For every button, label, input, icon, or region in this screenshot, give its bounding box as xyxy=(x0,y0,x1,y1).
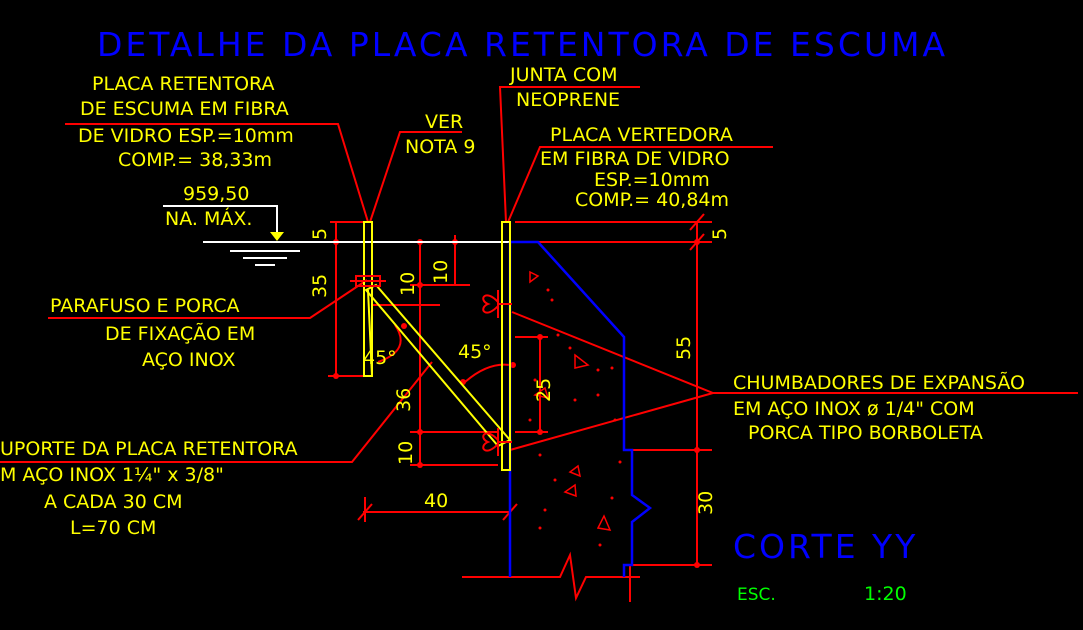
label-line: JUNTA COM xyxy=(509,64,618,86)
label-parafuso: PARAFUSO E PORCA DE FIXAÇÃO EM AÇO INOX xyxy=(50,295,255,371)
label-line: NEOPRENE xyxy=(516,89,620,111)
dim-10-a: 10 xyxy=(397,272,419,296)
label-line: COMP.= 40,84m xyxy=(575,189,729,211)
label-line: PLACA RETENTORA xyxy=(92,73,274,95)
concrete-dots xyxy=(528,288,622,547)
label-line: COMP.= 38,33m xyxy=(118,149,272,171)
dim-10-c: 10 xyxy=(395,441,417,465)
dim-5-right: 5 xyxy=(709,228,731,240)
label-suporte: UPORTE DA PLACA RETENTORA M AÇO INOX 1¼"… xyxy=(0,438,298,539)
label-line: UPORTE DA PLACA RETENTORA xyxy=(0,438,298,460)
dim-25: 25 xyxy=(533,378,555,402)
dim-10-b: 10 xyxy=(430,260,452,284)
label-line: ESP.=10mm xyxy=(594,169,710,191)
concrete-structure xyxy=(508,240,653,577)
label-junta: JUNTA COM NEOPRENE xyxy=(509,64,620,111)
label-line: PLACA VERTEDORA xyxy=(550,124,733,146)
label-line: L=70 CM xyxy=(70,517,156,539)
label-chumbadores: CHUMBADORES DE EXPANSÃO EM AÇO INOX ø 1/… xyxy=(733,371,1025,444)
dim-36: 36 xyxy=(393,388,415,412)
bolt-retentora xyxy=(350,275,386,287)
angle-45-b: 45° xyxy=(458,341,492,363)
label-line: CHUMBADORES DE EXPANSÃO xyxy=(733,371,1025,394)
label-ver-nota: VER NOTA 9 xyxy=(405,111,475,158)
label-nivel: 959,50 NA. MÁX. xyxy=(165,183,252,230)
scale-label: ESC. xyxy=(737,585,776,605)
label-line: EM FIBRA DE VIDRO xyxy=(540,148,730,170)
label-line: DE FIXAÇÃO EM xyxy=(105,322,255,345)
water-level xyxy=(163,205,515,266)
water-level-marker xyxy=(270,232,284,241)
dim-35: 35 xyxy=(309,274,331,298)
concrete-hatch xyxy=(529,270,612,531)
label-line: PORCA TIPO BORBOLETA xyxy=(748,422,983,444)
dim-55: 55 xyxy=(673,336,695,360)
label-line: AÇO INOX xyxy=(142,349,236,371)
dim-40: 40 xyxy=(424,490,448,512)
label-line: DE ESCUMA EM FIBRA xyxy=(80,98,289,120)
dim-30: 30 xyxy=(695,491,717,515)
angle-45-a: 45° xyxy=(363,347,397,369)
section-title: CORTE YY xyxy=(733,527,918,566)
label-line: DE VIDRO ESP.=10mm xyxy=(78,125,294,147)
nivel-label: NA. MÁX. xyxy=(165,207,252,230)
dimension-labels: 5 35 10 10 36 10 40 25 5 55 30 45° 45° xyxy=(309,228,731,515)
nivel-value: 959,50 xyxy=(183,183,249,205)
drawing-title: DETALHE DA PLACA RETENTORA DE ESCUMA xyxy=(97,25,948,64)
butterfly-nut-bottom xyxy=(482,428,512,456)
label-line: VER xyxy=(425,111,463,133)
dimension-dots xyxy=(333,239,700,568)
label-line: A CADA 30 CM xyxy=(44,491,183,513)
label-placa-vertedora: PLACA VERTEDORA EM FIBRA DE VIDRO ESP.=1… xyxy=(540,124,733,211)
label-line: PARAFUSO E PORCA xyxy=(50,295,240,317)
label-line: M AÇO INOX 1¼" x 3/8" xyxy=(0,464,224,486)
label-placa-retentora: PLACA RETENTORA DE ESCUMA EM FIBRA DE VI… xyxy=(78,73,294,171)
label-line: NOTA 9 xyxy=(405,136,475,158)
dim-5-left: 5 xyxy=(309,228,331,240)
butterfly-nut-top xyxy=(482,290,512,318)
scale-value: 1:20 xyxy=(864,583,907,605)
label-line: EM AÇO INOX ø 1/4" COM xyxy=(733,398,975,420)
